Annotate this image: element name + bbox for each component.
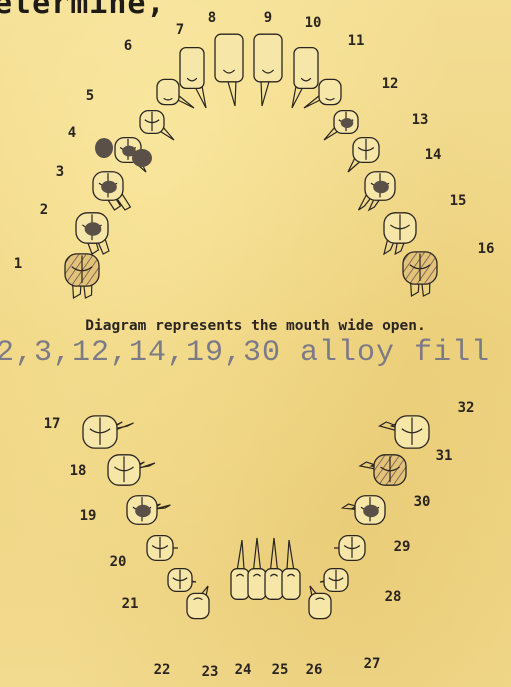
- tooth-crown: [157, 79, 179, 104]
- tooth-18: 18: [70, 455, 155, 485]
- tooth-crown: [187, 593, 209, 618]
- tooth-number-label: 20: [110, 554, 127, 570]
- tooth-number-label: 6: [124, 38, 132, 54]
- filling-mark: [85, 222, 102, 235]
- tooth-crown: [180, 48, 204, 89]
- filling-mark: [101, 181, 117, 194]
- diagram-caption: Diagram represents the mouth wide open.: [0, 318, 511, 334]
- filling-mark: [363, 505, 379, 518]
- tooth-number-label: 10: [305, 15, 322, 31]
- tooth-number-label: 2: [40, 202, 48, 218]
- tooth-crown: [294, 48, 318, 89]
- tooth-number-label: 13: [412, 112, 429, 128]
- tooth-number-label: 16: [478, 241, 495, 257]
- filling-mark: [132, 149, 152, 167]
- tooth-number-label: 5: [86, 88, 94, 104]
- tooth-7: 7: [176, 22, 206, 108]
- tooth-17: 17: [44, 416, 134, 448]
- tooth-2: 2: [40, 202, 109, 254]
- tooth-number-label: 28: [385, 589, 402, 605]
- tooth-number-label: 21: [122, 596, 139, 612]
- tooth-crown: [282, 569, 300, 600]
- tooth-number-label: 31: [436, 448, 453, 464]
- tooth-number-label: 11: [348, 33, 365, 49]
- tooth-number-label: 29: [394, 539, 411, 555]
- lower-arch: 17 18 19 20 21 22 23 24 25 26 27 28 29 30 31 32: [44, 400, 475, 680]
- filling-mark: [341, 118, 353, 128]
- tooth-number-label: 32: [458, 400, 475, 416]
- tooth-number-label: 9: [264, 10, 272, 26]
- tooth-crown: [265, 569, 283, 600]
- filling-mark: [135, 505, 151, 518]
- tooth-number-label: 3: [56, 164, 64, 180]
- tooth-crown: [254, 34, 282, 82]
- tooth-crown: [231, 569, 249, 600]
- tooth-number-label: 7: [176, 22, 184, 38]
- tooth-8: 8: [208, 10, 243, 106]
- tooth-30: 30: [343, 494, 431, 524]
- tooth-number-label: 15: [450, 193, 467, 209]
- tooth-number-label: 14: [425, 147, 442, 163]
- tooth-9: 9: [254, 10, 282, 106]
- tooth-15: 15: [384, 193, 466, 254]
- tooth-19: 19: [80, 496, 171, 525]
- tooth-21: 21: [122, 569, 196, 612]
- tooth-20: 20: [110, 536, 178, 570]
- tooth-31: 31: [360, 448, 452, 485]
- handwritten-note: 2,3,12,14,19,30 alloy fill: [0, 336, 490, 370]
- tooth-29: 29: [334, 536, 410, 561]
- tooth-number-label: 24: [235, 662, 252, 678]
- tooth-number-label: 30: [414, 494, 431, 510]
- tooth-number-label: 18: [70, 463, 87, 479]
- tooth-number-label: 8: [208, 10, 216, 26]
- tooth-number-label: 23: [202, 664, 219, 680]
- filling-mark: [373, 181, 389, 194]
- tooth-crown: [215, 34, 243, 82]
- tooth-number-label: 25: [272, 662, 289, 678]
- tooth-number-label: 4: [68, 125, 76, 141]
- tooth-number-label: 19: [80, 508, 97, 524]
- filling-mark: [95, 138, 113, 158]
- tooth-number-label: 12: [382, 76, 399, 92]
- tooth-27: 27: [309, 586, 380, 672]
- tooth-28: 28: [320, 569, 401, 605]
- tooth-3: 3: [56, 164, 131, 210]
- tooth-number-label: 22: [154, 662, 171, 678]
- tooth-crown: [248, 569, 266, 600]
- tooth-13: 13: [348, 112, 428, 172]
- tooth-25: 25: [265, 538, 288, 678]
- tooth-number-label: 27: [364, 656, 381, 672]
- tooth-32: 32: [380, 400, 475, 448]
- tooth-1: 1: [14, 254, 99, 298]
- tooth-number-label: 1: [14, 256, 22, 272]
- tooth-number-label: 17: [44, 416, 61, 432]
- tooth-10: 10: [292, 15, 321, 108]
- tooth-crown: [309, 593, 331, 618]
- tooth-number-label: 26: [306, 662, 323, 678]
- tooth-crown: [319, 79, 341, 104]
- tooth-16: 16: [403, 241, 494, 296]
